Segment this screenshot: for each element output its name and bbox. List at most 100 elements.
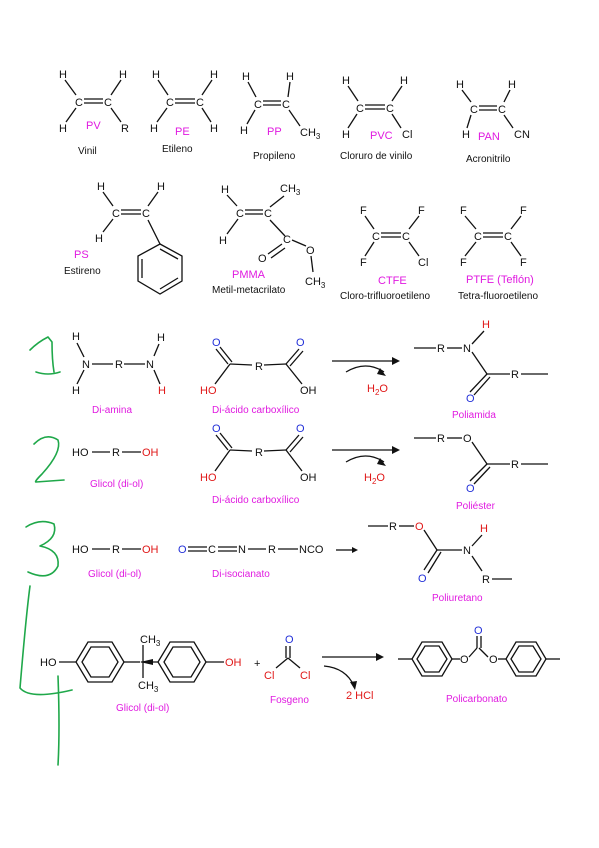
monomer-pmma: H H C C CH3 C O O CH3 PMMA Metil-metacri… (212, 183, 326, 296)
atom-cl: Cl (300, 670, 310, 682)
bond (461, 89, 472, 103)
plus-sign: + (254, 658, 260, 670)
bond (347, 113, 358, 129)
bond (246, 109, 256, 125)
benzene-ring (75, 641, 125, 683)
atom-h: H (342, 75, 350, 87)
byproduct-o: O (376, 472, 385, 484)
bond (156, 107, 168, 123)
atom-h: H (242, 71, 250, 83)
handwritten-number (33, 436, 65, 483)
monomer-name: Cloro-trifluoroetileno (340, 291, 430, 302)
monomer-ctfe: F F F Cl C C CTFE Cloro-trifluoroetileno (340, 205, 430, 302)
monomer-abbreviation: PP (267, 126, 282, 138)
arrow-head (377, 458, 386, 466)
atom-c: C (236, 208, 244, 220)
bond (147, 219, 161, 245)
atom-h: H (150, 123, 158, 135)
atom-cl: Cl (264, 670, 274, 682)
double-bond (159, 277, 179, 290)
arrow-head (350, 681, 357, 690)
atom-ch3: CH3 (280, 183, 301, 197)
bond (214, 363, 231, 385)
atom-h: H (342, 129, 350, 141)
atom-o: O (463, 433, 472, 445)
atom-ch: CH (300, 127, 316, 139)
monomer-pe: H H H H C C PE Etileno (150, 69, 218, 155)
bond (157, 79, 169, 96)
monomer-pv: H H H R C C PV Vinil (59, 69, 129, 157)
atom-ch: CH (138, 680, 154, 692)
atom-h: H (97, 181, 105, 193)
bond (153, 369, 161, 385)
atom-c: C (196, 97, 204, 109)
aromatic-inner-ring (510, 645, 542, 673)
bond (510, 241, 522, 257)
atom-r: R (511, 459, 519, 471)
bond (391, 113, 402, 129)
double-bond (289, 350, 304, 367)
atom-h: H (210, 123, 218, 135)
atom-c: C (470, 104, 478, 116)
atom-o: O (178, 544, 187, 556)
atom-c: C (254, 99, 262, 111)
atom-r: R (255, 447, 263, 459)
bond (466, 114, 472, 129)
bond (76, 342, 85, 358)
hydroxyl-label: HO (200, 472, 217, 484)
bond (468, 647, 478, 658)
atom-h: H (219, 235, 227, 247)
atom-c: C (372, 231, 380, 243)
bond (229, 449, 253, 452)
bond (408, 241, 420, 257)
monomer-name: Etileno (162, 144, 193, 155)
atom-h: H (72, 331, 80, 343)
monomer-pp: H H H C C CH3 PP Propileno (240, 71, 321, 162)
atom-h: H (59, 123, 67, 135)
reactant-label: Glicol (di-ol) (116, 703, 169, 714)
atom-ch3: CH3 (300, 127, 321, 141)
atom-c: C (264, 208, 272, 220)
atom-r: R (389, 521, 397, 533)
subscript: 3 (321, 281, 326, 290)
hydroxyl-label: OH (300, 472, 317, 484)
atom-c: C (386, 103, 394, 115)
monomer-ps: H H H C C PS Estireno (64, 181, 183, 295)
reactant-label: Di-ácido carboxílico (212, 495, 300, 506)
monomer-ptfe: F F F F C C PTFE (Teflón) Tetra-fluoroet… (458, 205, 538, 302)
atom-c: C (75, 97, 83, 109)
atom-r: R (112, 544, 120, 556)
bond (269, 219, 286, 237)
atom-c: C (112, 208, 120, 220)
monomer-pan: H H H CN C C PAN Acronitrilo (456, 79, 530, 165)
atom-cl: Cl (402, 129, 412, 141)
handwritten-number (25, 520, 59, 577)
bond (285, 449, 303, 472)
bond (288, 109, 301, 127)
double-bond (159, 248, 179, 260)
atom-r: R (268, 544, 276, 556)
byproduct-h: H (364, 472, 372, 484)
atom-f: F (360, 205, 367, 217)
atom-c: C (282, 99, 290, 111)
monomer-abbreviation: PE (175, 126, 190, 138)
bond (229, 363, 253, 366)
bond (201, 107, 212, 123)
atom-h: H (95, 233, 103, 245)
bond (226, 218, 239, 235)
atom-r: R (437, 343, 445, 355)
atom-o: O (415, 521, 424, 533)
isocyanate-label: NCO (299, 544, 324, 556)
double-bond (267, 243, 283, 255)
hydroxyl-label: HO (200, 385, 217, 397)
atom-h: H (462, 129, 470, 141)
atom-h: H (152, 69, 160, 81)
bond (503, 114, 514, 129)
atom-c: C (474, 231, 482, 243)
atom-o: O (258, 253, 267, 265)
bond (110, 79, 122, 96)
double-bond (473, 376, 491, 396)
subscript: 3 (154, 685, 159, 694)
atom-o: O (285, 634, 294, 646)
atom-c: C (104, 97, 112, 109)
